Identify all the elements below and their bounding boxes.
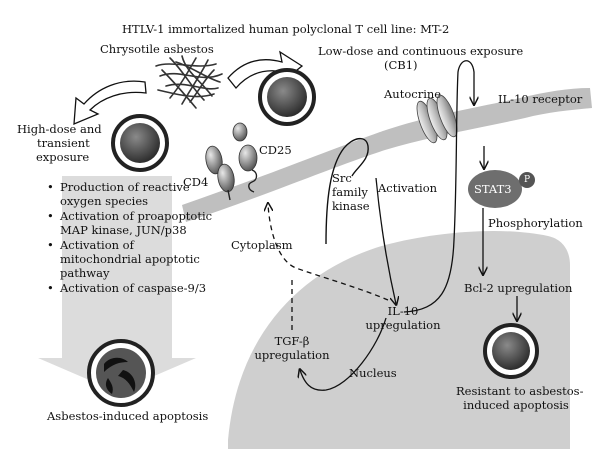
list-item: Activation of caspase-9/3 [46,282,216,296]
label-high-dose-2: transient [37,136,90,150]
label-low-dose-1: Low-dose and continuous exposure [318,44,524,58]
list-item: Activation of mitochondrial apoptotic pa… [46,239,216,280]
cell-high-dose [111,114,169,172]
cd25-molecule [232,122,258,193]
label-resistant-1: Resistant to asbestos- [456,384,584,398]
label-src-3: kinase [332,199,370,213]
label-il10-up-2: upregulation [365,318,441,332]
label-src-2: family [332,185,368,199]
label-tgf-1: TGF-β [274,334,310,348]
nucleus-region [228,230,570,449]
label-cd25: CD25 [259,143,292,157]
list-item: Activation of proapoptotic MAP kinase, J… [46,209,216,237]
phosphate-circle [519,172,535,188]
label-il10-receptor: IL-10 receptor [498,92,583,106]
diagram-title: HTLV-1 immortalized human polyclonal T c… [122,22,450,36]
stat3-ellipse [468,170,522,208]
label-apoptosis: Asbestos-induced apoptosis [47,409,209,423]
label-il10-up-1: IL-10 [387,304,419,318]
apoptosis-steps-list: Production of reactive oxygen species Ac… [46,180,216,298]
label-cytoplasm: Cytoplasm [231,238,293,252]
label-bcl2: Bcl-2 upregulation [464,281,573,295]
il10-receptor-shape [416,94,458,144]
cell-membrane [182,88,592,222]
label-high-dose-1: High-dose and [17,122,102,136]
label-low-dose-2: (CB1) [384,58,418,72]
label-p: P [523,175,531,185]
label-phosphorylation: Phosphorylation [488,216,583,230]
list-item: Production of reactive oxygen species [46,180,216,208]
cell-apoptotic [87,339,155,407]
label-src-1: Src [332,171,352,185]
label-chrysotile: Chrysotile asbestos [100,42,214,56]
dashed-arrows [268,204,389,330]
label-stat3: STAT3 [474,182,512,196]
label-tgf-2: upregulation [254,348,330,362]
label-nucleus: Nucleus [349,366,397,380]
pathway-arrows [300,60,517,391]
curved-arrow-left [73,80,147,126]
label-activation: Activation [378,181,438,195]
cell-resistant [483,323,539,379]
label-autocrine: Autocrine [384,87,442,101]
src-kinase-loop [325,138,369,245]
cd4-molecule [205,145,235,201]
cell-low-dose [258,68,316,126]
label-high-dose-3: exposure [36,150,90,164]
label-resistant-2: induced apoptosis [463,398,569,412]
chrysotile-fibers [155,55,223,109]
